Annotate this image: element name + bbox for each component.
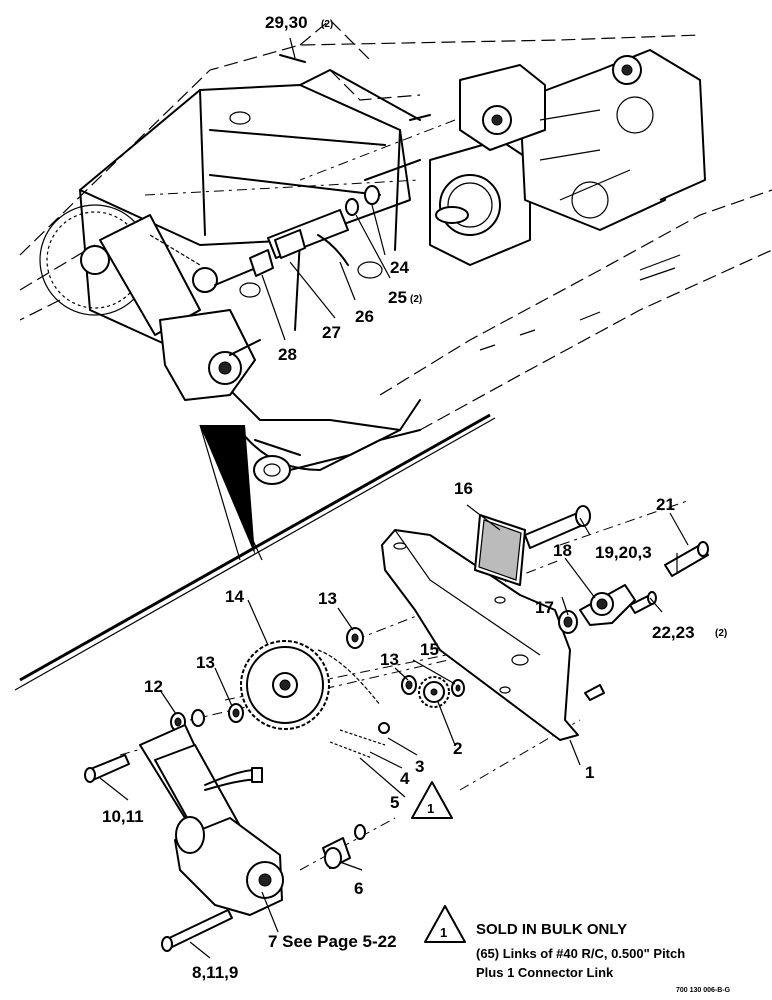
callout-12: 12 <box>144 677 163 696</box>
detail-callout-fan <box>14 413 496 691</box>
callout-29-30-qty: (2) <box>321 19 333 30</box>
callout-25: 25 <box>388 288 407 307</box>
callout-27: 27 <box>322 323 341 342</box>
note-line-2: Plus 1 Connector Link <box>476 965 614 980</box>
callout-22-23: 22,23 <box>652 623 695 642</box>
callout-28: 28 <box>278 345 297 364</box>
callout-5: 5 <box>390 793 399 812</box>
callout-8-11-9: 8,11,9 <box>192 963 238 982</box>
callout-16: 16 <box>454 479 473 498</box>
callout-5-note-symbol: 1 <box>427 801 434 816</box>
figure-code: 700 130 006-B-G <box>676 987 731 994</box>
callout-10-11: 10,11 <box>102 807 144 826</box>
callout-13-right: 13 <box>380 650 399 669</box>
callout-18: 18 <box>553 541 572 560</box>
note-line-1: (65) Links of #40 R/C, 0.500" Pitch <box>476 946 685 961</box>
callout-25-qty: (2) <box>410 294 422 305</box>
callout-7-see-page: 7 See Page 5-22 <box>268 932 397 951</box>
callout-29-30: 29,30 <box>265 13 308 32</box>
callout-15: 15 <box>420 640 439 659</box>
callout-2: 2 <box>453 739 462 758</box>
callout-1: 1 <box>585 763 594 782</box>
note-triangle-icon <box>424 905 466 943</box>
bulk-note: 1 SOLD IN BULK ONLY (65) Links of #40 R/… <box>424 905 685 980</box>
note-title: SOLD IN BULK ONLY <box>476 921 627 938</box>
callout-26: 26 <box>355 307 374 326</box>
callout-24: 24 <box>390 258 409 277</box>
callout-22-23-qty: (2) <box>715 628 727 639</box>
callout-14: 14 <box>225 587 244 606</box>
lower-exploded-assembly <box>84 499 709 959</box>
upper-frame-assembly <box>19 19 772 485</box>
callout-13-upper: 13 <box>318 589 337 608</box>
note-symbol: 1 <box>440 925 447 940</box>
callout-17: 17 <box>535 598 554 617</box>
callout-6: 6 <box>354 879 363 898</box>
callout-3: 3 <box>415 757 424 776</box>
callout-labels: 29,30 (2) 24 25 (2) 26 27 28 16 21 19,20… <box>102 13 727 982</box>
callout-19-20-3: 19,20,3 <box>595 543 652 562</box>
callout-4: 4 <box>400 769 410 788</box>
callout-21: 21 <box>656 495 675 514</box>
callout-13-left: 13 <box>196 653 215 672</box>
